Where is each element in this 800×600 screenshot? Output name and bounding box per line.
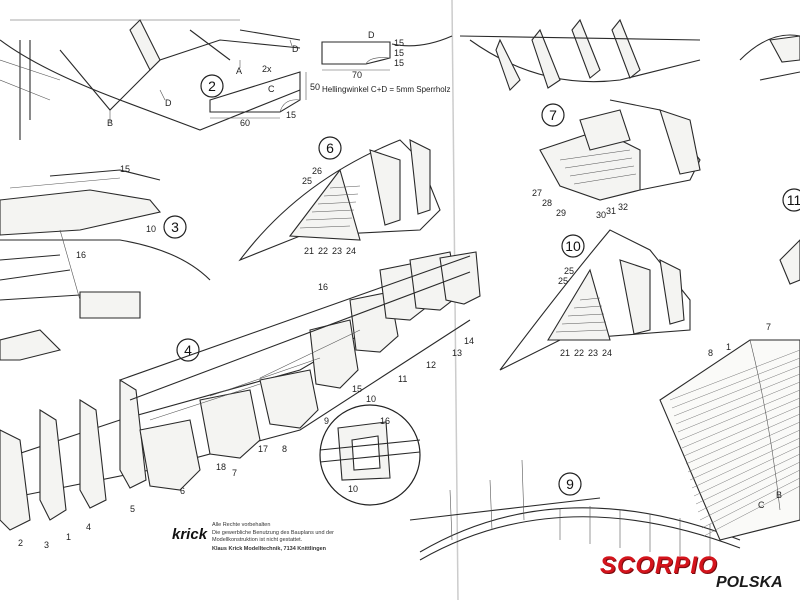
credits-line-4: Klaus Krick Modelltechnik, 7134 Knittlin… [212,546,326,552]
part-label-18: 18 [216,462,226,472]
part-label-10-b: 10 [366,394,376,404]
part-label-15: 15 [120,164,130,174]
label-d-2: D [292,44,299,54]
part-label-10: 10 [146,224,156,234]
part-label-7: 7 [232,468,237,478]
dim-70: 70 [352,70,362,80]
part-label-25: 25 [302,176,312,186]
frames-top-right [459,18,800,92]
diagram-number-9: 9 [566,476,574,492]
dim-2x: 2x [262,64,272,74]
part-label-30: 30 [596,210,606,220]
dim-60: 60 [240,118,250,128]
part-label-25-b: 25 [558,276,568,286]
part-label-2: 2 [18,538,23,548]
part-label-7-b: 7 [766,322,771,332]
part-label-24: 24 [346,246,356,256]
part-label-1-b: 1 [726,342,731,352]
part-label-28: 28 [542,198,552,208]
label-b: B [107,118,113,128]
part-label-22-b: 22 [574,348,584,358]
part-label-16-b: 16 [318,282,328,292]
diagram-number-7: 7 [549,107,557,123]
part-label-23-b: 23 [588,348,598,358]
credits-line-2: Die gewerbliche Benutzung des Bauplans u… [212,530,334,536]
diagram-2-jig-parts: 2 2x C 50 15 60 D 15 15 15 70 Hellingwin… [200,30,453,128]
diagram-4-frame-assembly: 4 16 15 14 13 12 11 10 9 8 17 7 18 6 5 4 [0,251,481,550]
watermark-brand: SCORPIO [600,552,718,579]
part-label-11: 11 [398,374,407,384]
part-label-24-b: 24 [602,348,612,358]
part-label-21-b: 21 [560,348,570,358]
part-label-26: 26 [312,166,322,176]
credits-line-3: Modellkonstruktion ist nicht gestattet. [212,537,303,543]
diagram-10-bow-planking: 10 25 25 21 22 23 24 [499,229,691,371]
diagram-number-11: 11 [787,192,800,208]
part-label-27: 27 [532,188,542,198]
diagram-6-stern-planking: 6 26 25 21 22 23 24 [238,136,441,262]
part-label-b: B [776,490,782,500]
watermark-sub: POLSKA [716,574,783,591]
part-label-32: 32 [618,202,628,212]
part-label-22: 22 [318,246,328,256]
detail-circle-keel-notch: 16 10 [319,404,421,506]
part-label-8-b: 8 [708,348,713,358]
diagram-number-3: 3 [171,219,179,235]
diagram-number-2: 2 [208,78,216,94]
part-label-31: 31 [606,206,616,216]
part-label-23: 23 [332,246,342,256]
part-label-6: 6 [180,486,185,496]
part-label-12: 12 [426,360,436,370]
part-label-21: 21 [304,246,314,256]
part-label-c: C [758,500,765,510]
part-label-29: 29 [556,208,566,218]
label-c: C [268,84,275,94]
dim-15-a: 15 [394,38,404,48]
label-d-jig: D [368,30,375,40]
diagram-number-10: 10 [565,238,581,254]
dim-50: 50 [310,82,320,92]
diagram-7-stern-transom: 7 27 28 29 30 31 32 [532,99,701,220]
part-label-17: 17 [258,444,268,454]
frame-drawing-top-left: B D A D [0,19,301,140]
part-label-14: 14 [464,336,474,346]
part-label-3: 3 [44,540,49,550]
planking-detail: 8 1 7 B C [659,322,800,541]
part-label-15-b: 15 [352,384,362,394]
detail-label-16: 16 [380,416,390,426]
diagram-11-partial: 11 [779,188,800,285]
part-label-4: 4 [86,522,91,532]
diagram-number-6: 6 [326,140,334,156]
detail-label-10: 10 [348,484,358,494]
credits-line-1: Alle Rechte vorbehalten [212,522,271,528]
diagram-number-4: 4 [184,342,192,358]
part-label-25-a: 25 [564,266,574,276]
part-label-1: 1 [66,532,71,542]
krick-logo: krick [172,526,208,543]
diagram-9-deck-beams: 9 [409,459,741,561]
dim-15-c: 15 [286,110,296,120]
helling-note: Hellingwinkel C+D = 5mm Sperrholz [322,85,451,94]
label-d-1: D [165,98,172,108]
label-a: A [236,66,242,76]
scorpio-watermark: SCORPIO POLSKA [598,552,800,600]
part-label-9: 9 [324,416,329,426]
dim-15-d: 15 [394,58,404,68]
diagram-3-keel-assembly: 3 15 10 16 [0,164,211,361]
part-label-5: 5 [130,504,135,514]
part-label-16: 16 [76,250,86,260]
part-label-8: 8 [282,444,287,454]
dim-15-b: 15 [394,48,404,58]
part-label-13: 13 [452,348,462,358]
